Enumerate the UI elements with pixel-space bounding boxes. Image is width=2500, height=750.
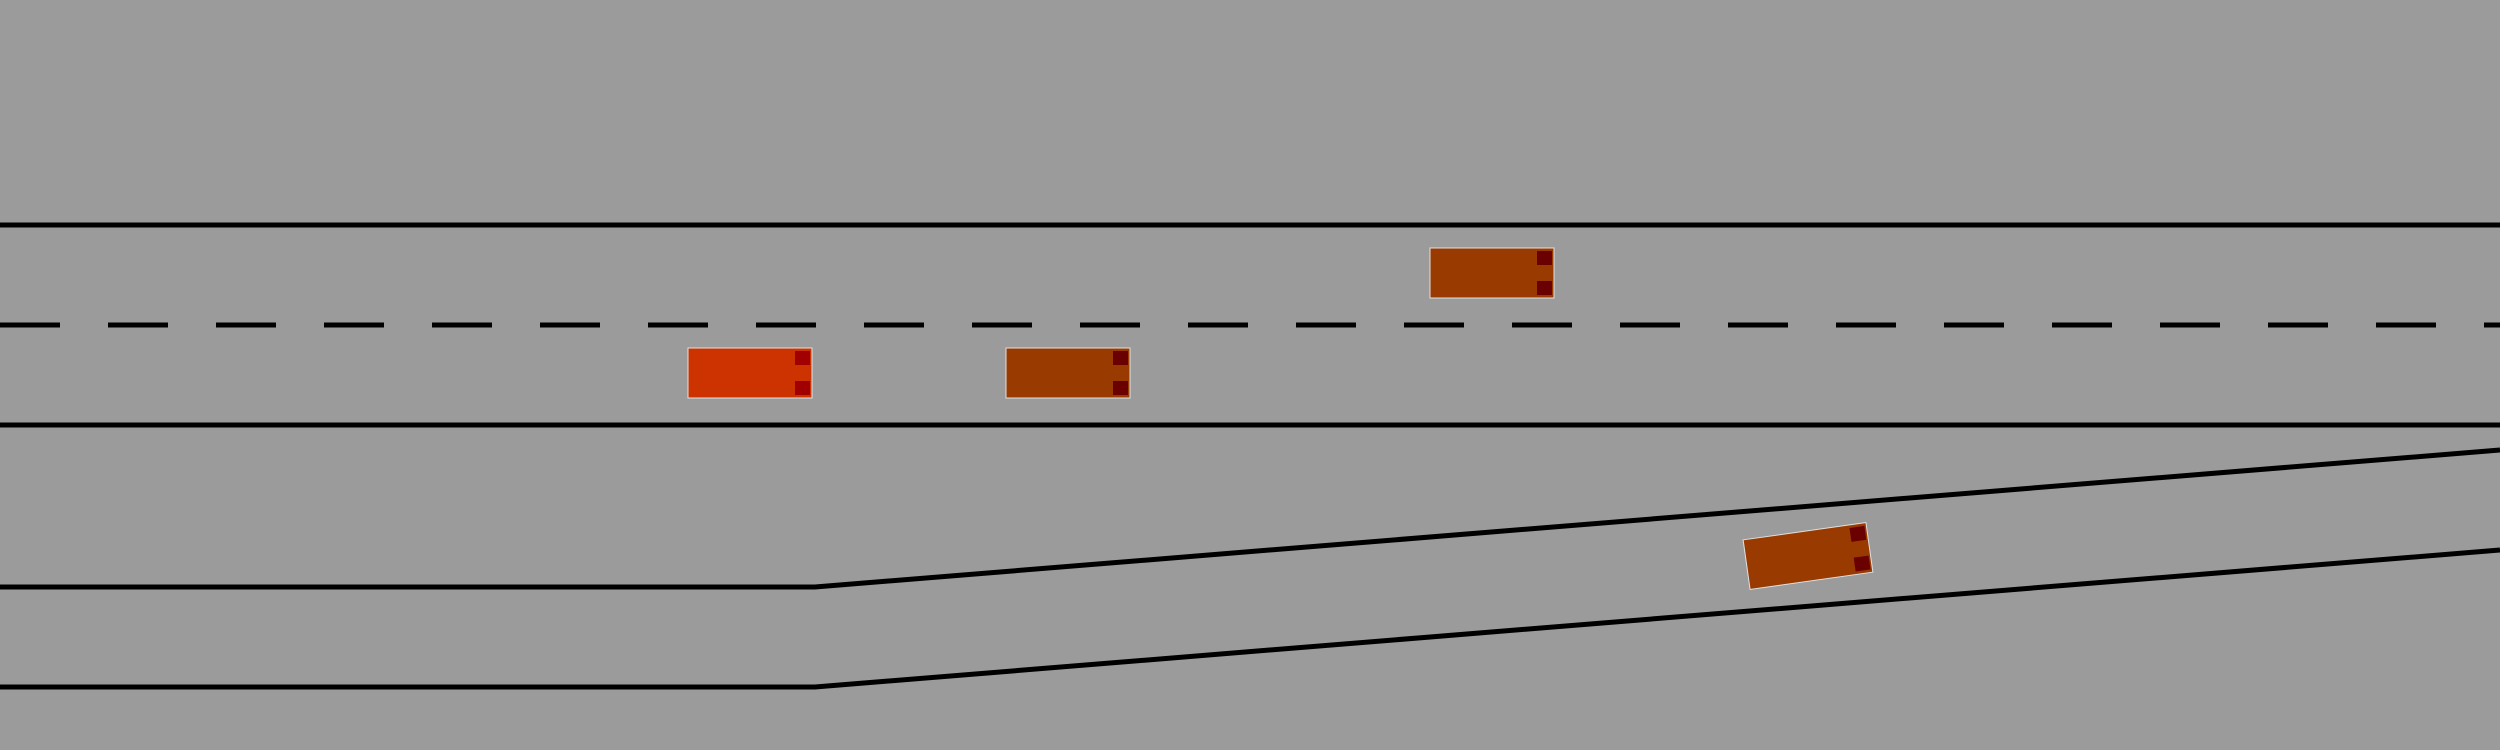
headlight-left bbox=[1113, 351, 1128, 365]
ego-headlight-right bbox=[795, 381, 810, 395]
ego-headlight-left bbox=[795, 351, 810, 365]
headlight-right bbox=[1537, 281, 1552, 295]
headlight-right bbox=[1853, 555, 1871, 572]
headlight-left bbox=[1537, 251, 1552, 265]
headlight-left bbox=[1849, 525, 1867, 542]
car-icon bbox=[1429, 247, 1555, 299]
ramp-bottom-edge bbox=[0, 547, 2500, 690]
vehicle-ramp bbox=[1742, 522, 1874, 590]
ego-car-icon bbox=[687, 347, 813, 399]
ramp-top-edge bbox=[0, 447, 2500, 590]
headlight-right bbox=[1113, 381, 1128, 395]
vehicle-lane2 bbox=[1005, 347, 1131, 399]
highway bbox=[0, 222, 2500, 428]
vehicle-lane1 bbox=[1429, 247, 1555, 299]
ego-vehicle bbox=[687, 347, 813, 399]
car-icon bbox=[1742, 522, 1874, 590]
merge-ramp bbox=[0, 447, 2500, 690]
car-icon bbox=[1005, 347, 1131, 399]
